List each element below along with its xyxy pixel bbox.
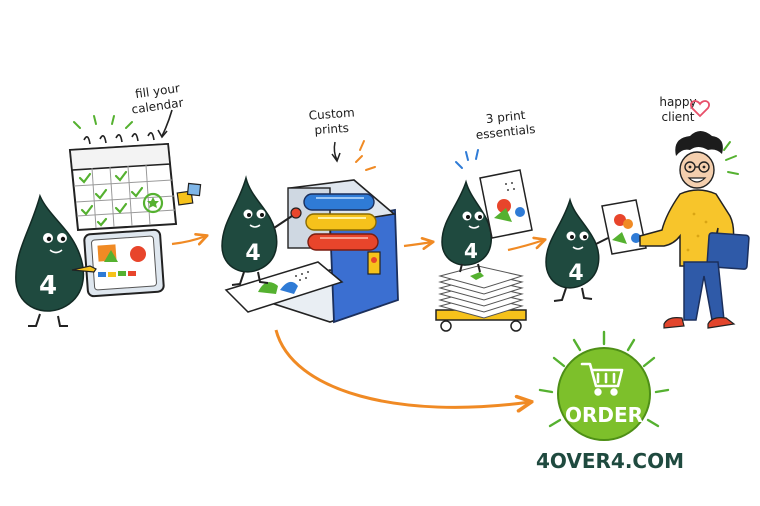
order-button[interactable]: ORDER [538, 330, 670, 441]
arrow-icon [507, 240, 544, 252]
custom-note-line2: prints [314, 121, 349, 137]
step-custom-prints: Custom prints [221, 105, 399, 324]
essentials-note-line2: essentials [475, 122, 536, 142]
arrow-icon [171, 236, 206, 244]
custom-note-line1: Custom [308, 105, 355, 122]
step-happy-client: 4 [545, 95, 750, 329]
paper-stack-icon [435, 265, 527, 332]
heart-icon [690, 100, 710, 118]
essentials-note-line1: 3 print [485, 108, 526, 126]
mascot-label: 4 [568, 261, 583, 286]
arrow-icon [403, 242, 432, 246]
mascot-label: 4 [39, 271, 57, 301]
calendar-note-pointer [161, 109, 173, 137]
mascot-label: 4 [245, 241, 260, 266]
mascot-drop-icon: 4 [15, 193, 85, 327]
tablet-icon [71, 228, 165, 298]
website-link[interactable]: 4OVER4.COM [536, 449, 684, 473]
calendar-note-line1: fill your [134, 81, 181, 101]
printing-press-icon [224, 179, 399, 324]
step-calendar: fill your calendar 4 [15, 81, 202, 327]
client-note-line1: happy [659, 95, 696, 109]
calendar-icon [68, 115, 202, 232]
mascot-label: 4 [464, 239, 478, 263]
step-print-essentials: 3 print essentials 4 [435, 108, 536, 332]
mascot-drop-icon: 4 [545, 197, 609, 302]
shopping-cart-icon [580, 362, 624, 396]
client-figure [639, 131, 750, 329]
held-print [479, 169, 533, 239]
client-note-line2: client [662, 110, 695, 124]
delivered-print [601, 199, 647, 255]
order-button-label: ORDER [565, 403, 643, 427]
arrow-icon [274, 329, 530, 407]
mascot-drop-icon: 4 [221, 175, 293, 286]
